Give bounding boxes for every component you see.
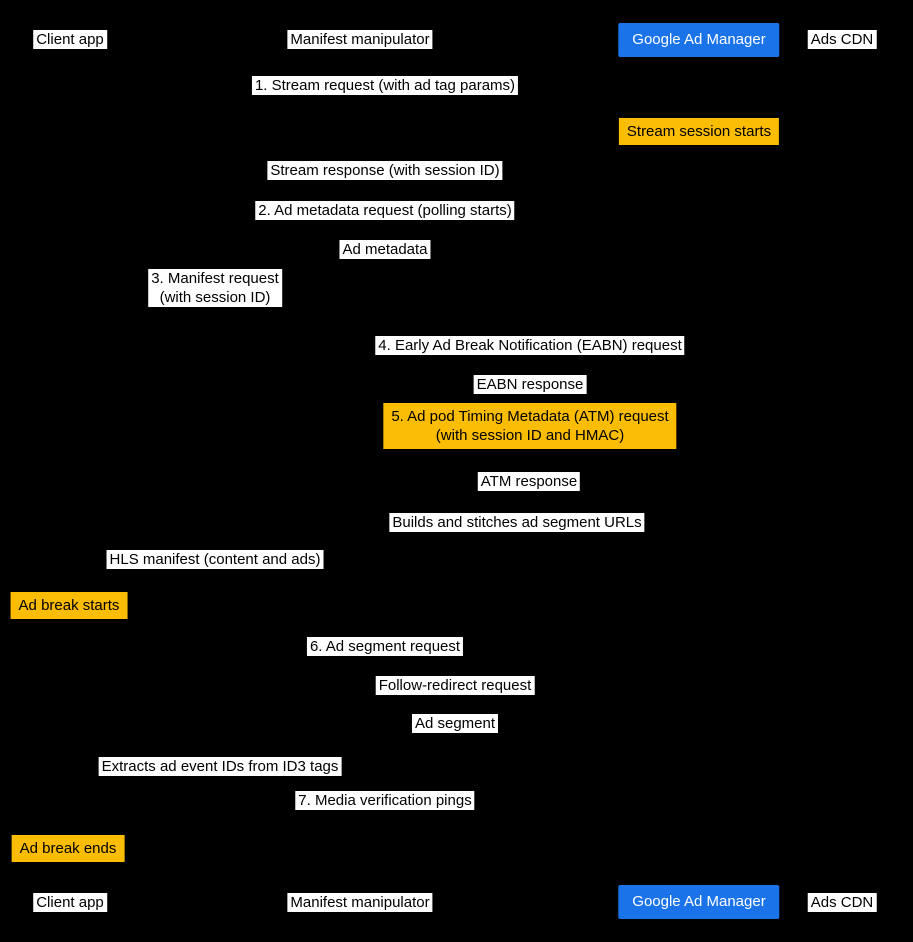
message-builds-stitches: Builds and stitches ad segment URLs	[389, 513, 645, 532]
message-ad-metadata-request: 2. Ad metadata request (polling starts)	[255, 201, 515, 220]
message-follow-redirect-request: Follow-redirect request	[375, 676, 535, 695]
actor-client-app-top: Client app	[33, 30, 107, 49]
note-stream-session-starts: Stream session starts	[618, 118, 780, 145]
message-extracts-id3-tags: Extracts ad event IDs from ID3 tags	[98, 757, 342, 776]
message-ad-segment: Ad segment	[411, 714, 499, 733]
message-eabn-response: EABN response	[473, 375, 587, 394]
message-ad-metadata: Ad metadata	[339, 240, 431, 259]
actor-manifest-manipulator-top: Manifest manipulator	[287, 30, 433, 49]
message-line-2: (with session ID and HMAC)	[435, 427, 625, 444]
actor-client-app-bottom: Client app	[33, 893, 107, 912]
actor-ads-cdn-bottom: Ads CDN	[807, 893, 877, 912]
actor-google-ad-manager-top: Google Ad Manager	[618, 23, 780, 57]
note-atm-request: 5. Ad pod Timing Metadata (ATM) request …	[383, 403, 677, 449]
message-ad-segment-request: 6. Ad segment request	[306, 637, 464, 656]
message-hls-manifest: HLS manifest (content and ads)	[106, 550, 324, 569]
actor-ads-cdn-top: Ads CDN	[807, 30, 877, 49]
actor-google-ad-manager-bottom: Google Ad Manager	[618, 885, 780, 919]
message-media-verification-pings: 7. Media verification pings	[295, 791, 475, 810]
note-ad-break-starts: Ad break starts	[10, 592, 128, 619]
message-line-1: 5. Ad pod Timing Metadata (ATM) request	[391, 408, 669, 425]
message-line-2: (with session ID)	[159, 289, 271, 306]
note-ad-break-ends: Ad break ends	[11, 835, 125, 862]
message-stream-request: 1. Stream request (with ad tag params)	[251, 76, 519, 95]
message-stream-response: Stream response (with session ID)	[267, 161, 503, 180]
message-manifest-request: 3. Manifest request (with session ID)	[148, 269, 282, 307]
actor-manifest-manipulator-bottom: Manifest manipulator	[287, 893, 433, 912]
message-eabn-request: 4. Early Ad Break Notification (EABN) re…	[375, 336, 685, 355]
message-line-1: 3. Manifest request	[151, 270, 279, 287]
message-atm-response: ATM response	[477, 472, 581, 491]
